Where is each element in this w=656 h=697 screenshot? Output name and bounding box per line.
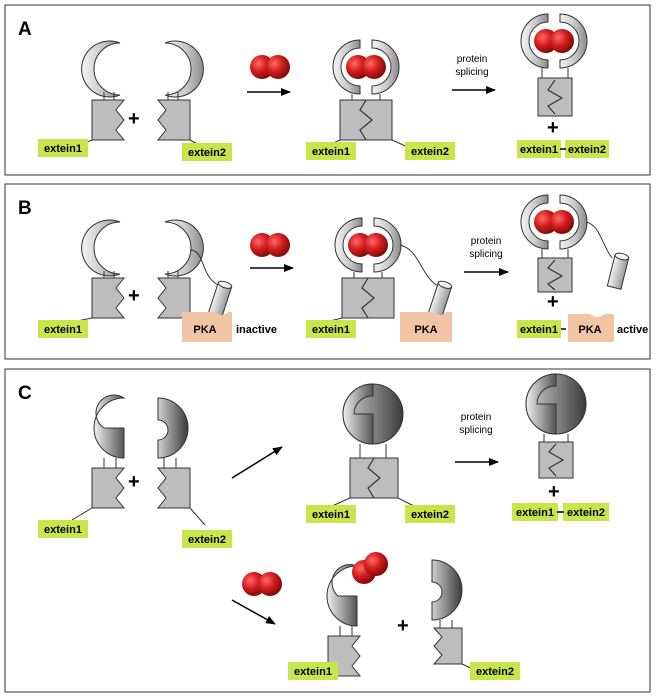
spliced-intein-b: [520, 194, 630, 293]
extein1-tag-c1: extein1: [38, 520, 88, 538]
split-intein-c-b: [156, 219, 233, 342]
pka-active-icon: [568, 314, 614, 342]
panel-b-frame: [4, 183, 651, 360]
splicing-label-b1: protein: [471, 236, 502, 247]
splicing-label-c1: protein: [461, 412, 492, 423]
spliced-products-b: extein1 PKA: [517, 314, 614, 342]
split-intein-n-a: [71, 40, 126, 149]
spliced-intein-a: [520, 13, 588, 117]
inhibitor-cylinder-icon: [207, 280, 233, 319]
plus-sign-b2: +: [547, 291, 559, 313]
plus-sign-c3: +: [397, 615, 409, 637]
svg-text:extein1: extein1: [312, 324, 350, 336]
panel-b-letter: B: [18, 198, 32, 219]
extein1-tag-a1: extein1: [38, 139, 88, 157]
splicing-label-c2: splicing: [459, 425, 492, 436]
svg-text:extein2: extein2: [411, 146, 449, 158]
svg-text:extein1: extein1: [294, 666, 332, 678]
ligand-dimer-b: [250, 233, 290, 257]
spliced-exteins-a: extein1 extein2: [517, 140, 609, 158]
svg-text:extein2: extein2: [567, 507, 605, 519]
splicing-label-a2: splicing: [455, 67, 488, 78]
split-intein-c-a: [156, 40, 206, 149]
linker-tether-b1: [189, 249, 219, 286]
panel-c-letter: C: [18, 383, 32, 404]
split-domain-n-c: [71, 394, 126, 521]
plus-sign-c2: +: [548, 481, 560, 503]
panel-b: B extein1 + PKA inactive: [4, 183, 651, 360]
extein2-tag-a1: extein2: [182, 143, 232, 161]
svg-text:extein1: extein1: [44, 143, 82, 155]
split-intein-n-b: [71, 219, 126, 323]
pka-label-b1: PKA: [193, 324, 216, 336]
intein-complex-b: [325, 217, 453, 342]
intein-complex-a: [321, 39, 411, 149]
plus-sign-a2: +: [547, 117, 559, 139]
crescent-left-icon: [81, 40, 121, 98]
blocked-domain-n-c: [311, 552, 388, 677]
active-label: active: [617, 324, 648, 336]
pka-inactive-icon: [182, 312, 232, 342]
svg-text:PKA: PKA: [578, 324, 601, 336]
panel-a: A extein1 + extein2: [4, 4, 651, 176]
pka-label-b2: PKA: [414, 324, 437, 336]
split-domain-c-c: [156, 397, 206, 526]
svg-text:extein1: extein1: [312, 146, 350, 158]
svg-text:extein1: extein1: [520, 324, 558, 336]
svg-text:extein2: extein2: [411, 509, 449, 521]
svg-text:extein2: extein2: [476, 666, 514, 678]
extein1-tag-b2: extein1: [306, 320, 356, 338]
panel-c: C extein1 + extein2: [4, 368, 651, 693]
svg-text:extein1: extein1: [44, 524, 82, 536]
splicing-label-b2: splicing: [469, 249, 502, 260]
ligand-dimer-a: [250, 55, 290, 79]
svg-text:extein2: extein2: [568, 144, 606, 156]
extein1-tag-a2: extein1: [306, 142, 356, 160]
panel-a-frame: [4, 4, 651, 176]
half-domain-right-icon: [157, 397, 189, 459]
panel-a-letter: A: [18, 19, 32, 40]
plus-sign-a: +: [128, 108, 140, 130]
svg-text:extein1: extein1: [312, 509, 350, 521]
free-domain-c-c: [431, 559, 476, 671]
spliced-domain-c: [525, 373, 587, 479]
crescent-right-icon: [164, 40, 204, 98]
extein2-tag-c2: extein2: [405, 505, 455, 523]
spliced-exteins-c: extein1 extein2: [512, 503, 609, 521]
panel-c-frame: [4, 368, 651, 693]
svg-text:extein2: extein2: [188, 147, 226, 159]
extein2-tag-c3: extein2: [470, 662, 520, 680]
svg-text:extein1: extein1: [44, 324, 82, 336]
extein1-tag-c2: extein1: [306, 505, 356, 523]
extein1-tag-c3: extein1: [288, 662, 338, 680]
domain-complex-c: [331, 383, 415, 507]
arrow-c-up: [231, 446, 283, 479]
svg-text:extein1: extein1: [516, 507, 554, 519]
splicing-label-a1: protein: [457, 54, 488, 65]
intein-c-block-icon: [156, 99, 191, 141]
svg-text:extein1: extein1: [520, 144, 558, 156]
plus-sign-c: +: [128, 471, 140, 493]
extein1-tag-b1: extein1: [38, 320, 88, 338]
extein2-tag-a2: extein2: [405, 142, 455, 160]
arrow-c-down: [231, 599, 276, 625]
svg-text:extein2: extein2: [188, 534, 226, 546]
half-domain-left-icon: [93, 394, 126, 459]
inactive-label: inactive: [236, 324, 277, 336]
plus-sign-b: +: [128, 285, 140, 307]
extein2-tag-c1: extein2: [182, 530, 232, 548]
intein-n-block-icon: [91, 99, 126, 141]
ligand-dimer-c: [242, 572, 282, 596]
